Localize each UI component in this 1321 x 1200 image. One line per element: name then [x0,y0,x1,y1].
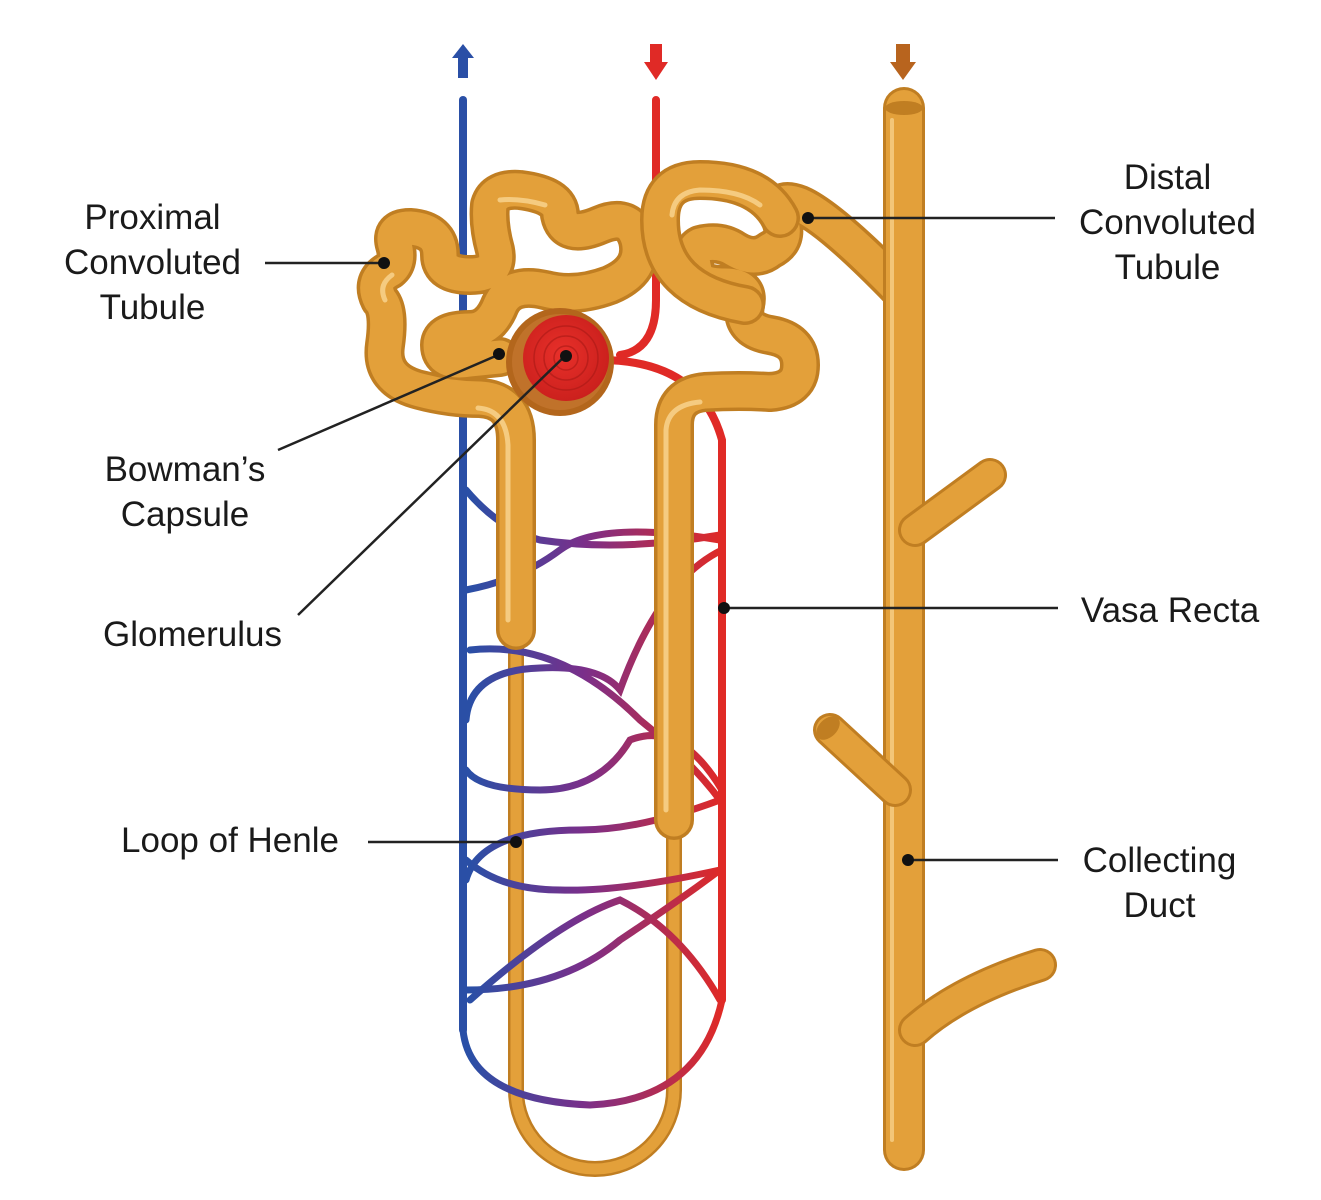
collecting-duct [813,87,1057,1171]
leader-proximal [265,257,390,269]
leader-glomerulus [297,350,572,616]
leader-loop-of-henle [368,836,522,848]
leader-vasa-recta [718,602,1058,614]
vein-outflow-arrow [452,44,474,78]
label-line: Proximal [84,198,221,237]
label-bowmans-capsule: Bowman’s Capsule [85,447,285,537]
label-line: Loop of Henle [121,821,339,860]
label-glomerulus: Glomerulus [90,612,295,657]
vasa-recta-network [459,486,726,1109]
label-line: Tubule [1114,248,1221,287]
leader-collecting-duct [902,854,1058,866]
label-collecting-duct: Collecting Duct [1062,838,1257,928]
label-distal-convoluted-tubule: Distal Convoluted Tubule [1060,155,1275,290]
duct-inflow-arrow [890,44,916,80]
label-line: Capsule [120,495,250,534]
label-line: Vasa Recta [1080,591,1260,630]
leader-distal [802,212,1055,224]
proximal-convoluted-tubule [356,169,660,650]
loop-of-henle [508,622,682,1177]
label-line: Convoluted [1078,203,1257,242]
dct-loop-top [640,160,800,325]
label-proximal-convoluted-tubule: Proximal Convoluted Tubule [40,195,265,330]
leader-bowmans [277,348,505,452]
artery-inflow-arrow [644,44,668,80]
label-loop-of-henle: Loop of Henle [105,818,355,863]
label-vasa-recta: Vasa Recta [1065,588,1275,633]
label-line: Distal [1123,158,1212,197]
label-line: Tubule [99,288,206,327]
label-line: Convoluted [63,243,242,282]
label-line: Glomerulus [103,615,282,654]
label-line: Duct [1123,886,1196,925]
label-line: Bowman’s [104,450,266,489]
label-line: Collecting [1082,841,1237,880]
